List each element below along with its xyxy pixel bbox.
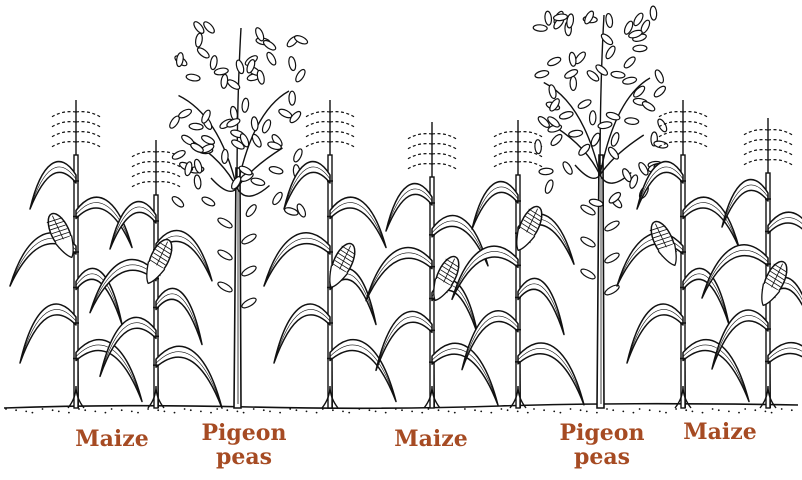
label-pigeon-peas-2: Pigeon peas (550, 421, 654, 469)
plant-row (10, 6, 802, 408)
label-pigeon-peas-1: Pigeon peas (192, 421, 296, 469)
maize-plant (90, 140, 222, 408)
maize-plant (366, 122, 498, 408)
maize-plant (264, 100, 396, 408)
label-maize-1: Maize (64, 427, 160, 451)
ground-line (4, 404, 798, 414)
maize-plant (702, 118, 802, 408)
label-maize-2: Maize (383, 427, 479, 451)
maize-plant (10, 100, 142, 408)
label-maize-3: Maize (672, 420, 768, 444)
